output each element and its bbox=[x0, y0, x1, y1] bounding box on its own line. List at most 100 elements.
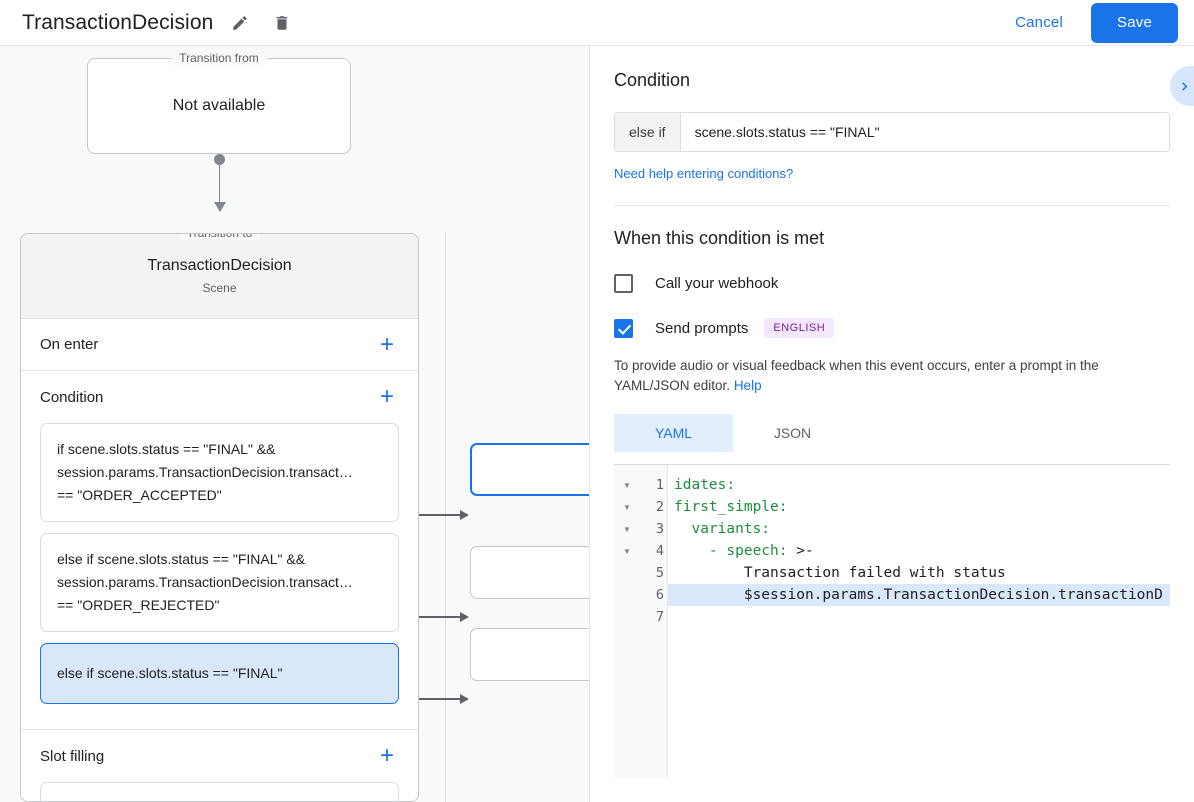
fold-toggle-icon[interactable]: ▼ bbox=[623, 524, 631, 534]
section-slot-filling: Slot filling + bbox=[21, 730, 418, 782]
cancel-button[interactable]: Cancel bbox=[1001, 6, 1077, 39]
condition-card-line: session.params.TransactionDecision.trans… bbox=[57, 464, 353, 480]
tab-yaml[interactable]: YAML bbox=[614, 414, 733, 452]
top-bar: TransactionDecision Cancel Save bbox=[0, 0, 1194, 46]
condition-target-card-1[interactable] bbox=[470, 443, 589, 496]
condition-card-line: == "ORDER_ACCEPTED" bbox=[57, 487, 222, 503]
line-number: 2 bbox=[655, 499, 664, 515]
line-number: 6 bbox=[655, 587, 664, 603]
condition-target-card-2[interactable] bbox=[470, 546, 589, 599]
section-slot-filling-label: Slot filling bbox=[40, 747, 105, 765]
section-on-enter-label: On enter bbox=[40, 336, 99, 353]
language-badge: ENGLISH bbox=[764, 318, 835, 338]
code-line: Transaction failed with status bbox=[668, 562, 1170, 584]
connector-arrow-icon bbox=[460, 611, 469, 622]
transition-from-box: Transition from Not available bbox=[87, 51, 351, 154]
connector-arrow-icon bbox=[460, 509, 469, 520]
condition-input-row: else if bbox=[614, 112, 1170, 152]
when-condition-met-section: When this condition is met Call your web… bbox=[590, 206, 1194, 778]
scene-section-divider bbox=[21, 729, 418, 730]
send-prompts-label: Send prompts bbox=[655, 319, 749, 337]
webhook-row: Call your webhook bbox=[614, 274, 1170, 293]
top-bar-actions: Cancel Save bbox=[1001, 2, 1194, 43]
condition-card-line: if scene.slots.status == "FINAL" && bbox=[57, 441, 276, 457]
line-number: 3 bbox=[655, 521, 664, 537]
code-token-key: - speech: bbox=[708, 543, 788, 559]
connector-line bbox=[404, 514, 461, 516]
condition-prefix-label: else if bbox=[615, 113, 681, 151]
line-number: 7 bbox=[655, 609, 664, 625]
fold-spacer bbox=[614, 606, 640, 628]
connector-arrow-icon bbox=[460, 693, 469, 704]
code-line: variants: bbox=[668, 518, 1170, 540]
when-condition-met-title: When this condition is met bbox=[614, 228, 825, 248]
code-token-rest: >- bbox=[787, 543, 814, 559]
code-token-key: variants: bbox=[691, 521, 771, 537]
code-line-highlighted: $session.params.TransactionDecision.tran… bbox=[668, 584, 1170, 606]
fold-spacer bbox=[614, 584, 640, 606]
line-number: 4 bbox=[655, 543, 664, 559]
code-token-key: first_simple: bbox=[674, 499, 788, 515]
add-on-enter-button[interactable]: + bbox=[372, 330, 402, 360]
line-number: 5 bbox=[655, 565, 664, 581]
transition-from-value: Not available bbox=[172, 97, 266, 114]
condition-target-card-3[interactable] bbox=[470, 628, 589, 681]
condition-card[interactable]: if scene.slots.status == "FINAL" && sess… bbox=[40, 423, 399, 522]
condition-card[interactable]: else if scene.slots.status == "FINAL" &&… bbox=[40, 533, 399, 632]
details-panel: Condition else if Need help entering con… bbox=[589, 46, 1194, 802]
fold-toggle-icon[interactable]: ▼ bbox=[623, 546, 631, 556]
add-condition-button[interactable]: + bbox=[372, 382, 402, 412]
connector-line bbox=[404, 698, 461, 700]
condition-section: Condition else if Need help entering con… bbox=[590, 46, 1194, 206]
section-on-enter: On enter + bbox=[21, 319, 418, 371]
send-prompts-checkbox[interactable] bbox=[614, 318, 633, 338]
section-condition-label: Condition bbox=[40, 388, 104, 406]
code-token-rest: $session.params.TransactionDecision.tran… bbox=[743, 587, 1163, 603]
add-slot-filling-button[interactable]: + bbox=[372, 741, 402, 771]
call-webhook-label: Call your webhook bbox=[655, 275, 779, 292]
line-number: 1 bbox=[655, 477, 664, 493]
connector-arrow-icon bbox=[213, 202, 226, 212]
condition-card-selected[interactable]: else if scene.slots.status == "FINAL" bbox=[40, 643, 399, 704]
fold-toggle-icon[interactable]: ▼ bbox=[623, 480, 631, 490]
scene-type: Scene bbox=[202, 281, 237, 295]
code-line: idates: bbox=[668, 474, 1170, 496]
connector-line bbox=[218, 160, 220, 205]
code-line: - speech: >- bbox=[668, 540, 1170, 562]
editor-format-tabs: YAML JSON bbox=[614, 414, 1170, 452]
page-title: TransactionDecision bbox=[22, 10, 214, 34]
fold-toggle-icon[interactable]: ▼ bbox=[623, 502, 631, 512]
trash-icon[interactable] bbox=[267, 8, 297, 38]
panel-divider bbox=[614, 205, 1170, 206]
prompt-help-link[interactable]: Help bbox=[733, 378, 762, 393]
save-button[interactable]: Save bbox=[1091, 2, 1178, 43]
conditions-help-link[interactable]: Need help entering conditions? bbox=[614, 166, 794, 181]
editor-fold-gutter: ▼ ▼ ▼ ▼ bbox=[614, 465, 640, 778]
code-token-key: idates: bbox=[674, 477, 736, 493]
condition-card-line: else if scene.slots.status == "FINAL" && bbox=[57, 551, 306, 567]
call-webhook-checkbox[interactable] bbox=[614, 274, 633, 293]
code-line: first_simple: bbox=[668, 496, 1170, 518]
code-token-rest: Transaction failed with status bbox=[743, 565, 1006, 581]
condition-input[interactable] bbox=[680, 113, 1169, 151]
editor-line-numbers: 1 2 3 4 5 6 7 bbox=[640, 465, 668, 778]
condition-card-line: session.params.TransactionDecision.trans… bbox=[57, 574, 353, 590]
slot-filling-list: Slot validation bbox=[21, 782, 418, 801]
chevron-right-icon[interactable] bbox=[1170, 66, 1194, 106]
pencil-icon[interactable] bbox=[225, 8, 255, 38]
connector-dot bbox=[214, 154, 225, 165]
prompt-description-text: To provide audio or visual feedback when… bbox=[614, 358, 1099, 393]
yaml-editor[interactable]: ▼ ▼ ▼ ▼ 1 2 3 4 5 6 7 bbox=[614, 464, 1170, 778]
prompt-description: To provide audio or visual feedback when… bbox=[614, 356, 1170, 396]
slot-validation-card[interactable]: Slot validation bbox=[40, 782, 399, 801]
transition-to-legend: Transition to bbox=[178, 234, 261, 240]
tab-json[interactable]: JSON bbox=[733, 414, 852, 452]
editor-code-area[interactable]: idates: first_simple: variants: - speech… bbox=[668, 465, 1170, 778]
scene-name: TransactionDecision bbox=[147, 257, 292, 274]
flow-canvas: Transition from Not available bbox=[0, 46, 589, 802]
flow-connector-down bbox=[212, 154, 226, 216]
fold-spacer bbox=[614, 562, 640, 584]
code-line bbox=[668, 606, 1170, 628]
condition-card-line: == "ORDER_REJECTED" bbox=[57, 597, 220, 613]
